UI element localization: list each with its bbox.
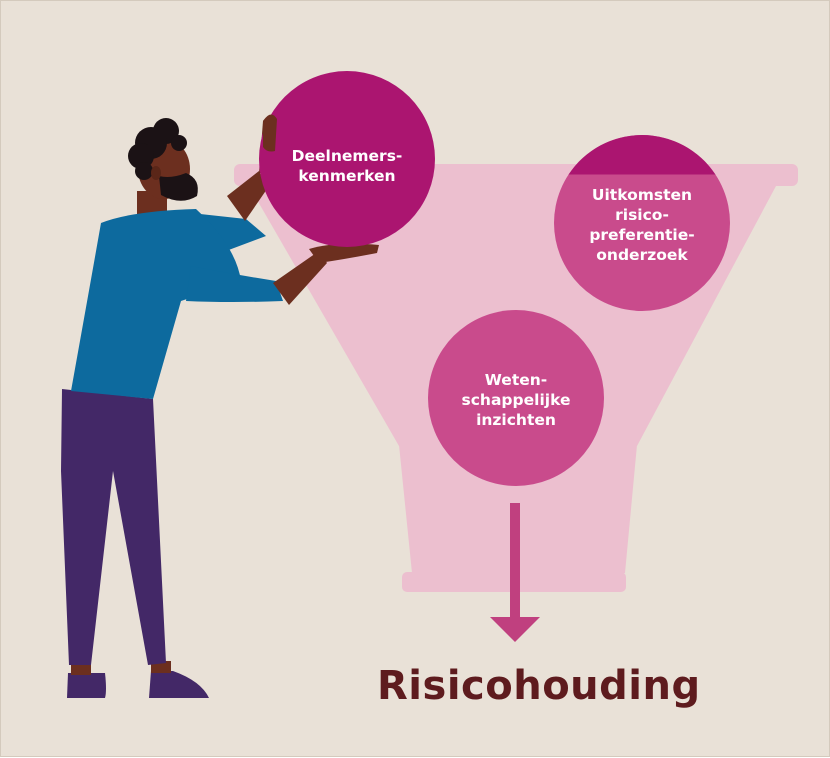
label-line: onderzoek xyxy=(596,246,688,264)
bubble-uitkomsten-label: Uitkomsten risico- preferentie- onderzoe… xyxy=(572,185,712,265)
bubble-deelnemers xyxy=(259,71,435,247)
label-line: Weten- xyxy=(484,371,548,389)
result-label: Risicohouding xyxy=(377,663,701,709)
label-line: inzichten xyxy=(476,411,556,429)
left-shoe xyxy=(67,673,106,698)
lower-hand xyxy=(309,243,379,263)
person-figure xyxy=(61,117,379,698)
beard xyxy=(159,173,198,201)
shirt xyxy=(71,209,241,399)
trousers xyxy=(61,389,166,665)
bubble-deelnemers-label: Deelnemers- kenmerken xyxy=(277,146,417,186)
label-line: schappelijke xyxy=(461,391,571,409)
down-arrow-icon xyxy=(490,503,540,642)
bubble-uitkomsten xyxy=(554,135,730,311)
bubble-weten-label: Weten- schappelijke inzichten xyxy=(446,370,586,430)
label-line: preferentie- xyxy=(589,226,695,244)
thumb xyxy=(263,114,277,152)
bubble-weten xyxy=(428,310,604,486)
label-line: Uitkomsten xyxy=(591,186,693,204)
bubble-uitkomsten-top xyxy=(568,135,716,175)
label-line: kenmerken xyxy=(298,167,396,185)
right-shoe xyxy=(149,671,209,698)
label-line: Deelnemers- xyxy=(291,147,403,165)
label-line: risico- xyxy=(615,206,669,224)
